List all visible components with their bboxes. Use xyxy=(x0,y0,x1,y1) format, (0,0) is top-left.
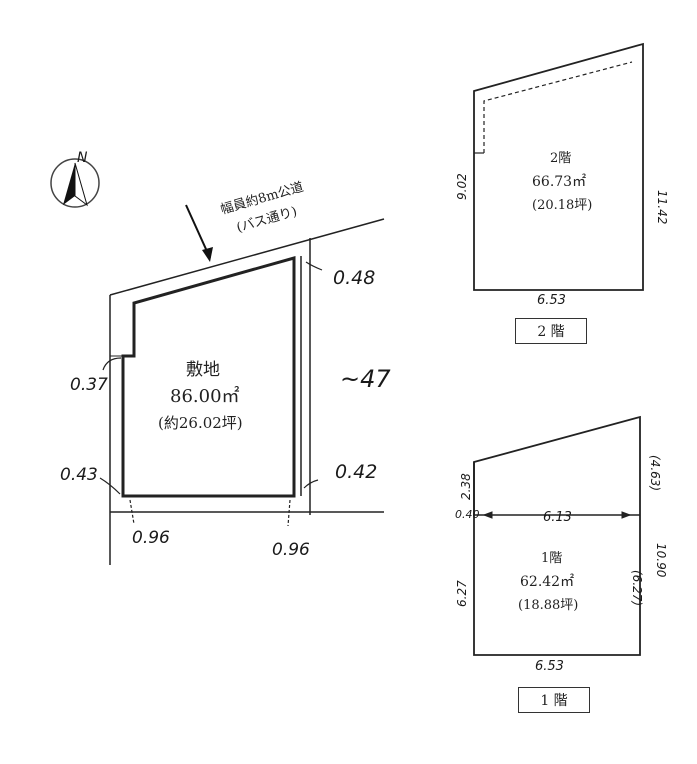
floor1-dim-top-width: 6.13 xyxy=(543,510,572,525)
dim-left-lower: 0.43 xyxy=(60,465,98,485)
floor2-plan xyxy=(473,42,644,291)
floor1-dim-left-upper: 2.38 xyxy=(459,473,473,500)
dim-left-upper: 0.37 xyxy=(70,375,108,395)
north-arrow-icon: N xyxy=(50,150,100,208)
floor1-dim-right-upper: (4.63) xyxy=(648,455,662,491)
dim-top-right: 0.48 xyxy=(333,267,375,289)
site-title: 敷地 xyxy=(186,360,220,380)
floor2-dim-right: 11.42 xyxy=(655,190,669,224)
floor1-title: 1階 xyxy=(541,551,562,566)
floor1-area: 62.42㎡ xyxy=(520,574,574,590)
floor1-caption: 1 階 xyxy=(518,687,590,713)
floor2-dim-bottom: 6.53 xyxy=(537,293,566,308)
floor2-caption: 2 階 xyxy=(515,318,587,344)
floor1-dim-bottom: 6.53 xyxy=(535,659,564,674)
floor1-dim-right-total: 10.90 xyxy=(654,543,668,578)
floor1-dim-left-lower: 6.27 xyxy=(455,580,469,607)
floor1-dim-left-offset: 0.40 xyxy=(455,508,480,521)
dim-bottom-right: 0.96 xyxy=(272,540,310,560)
north-label: N xyxy=(77,150,88,166)
dim-bottom-left: 0.96 xyxy=(132,528,170,548)
dim-right-side: ~47 xyxy=(340,365,391,393)
floor1-tsubo: (18.88坪) xyxy=(518,598,578,613)
floor2-area: 66.73㎡ xyxy=(532,174,586,190)
floor2-dim-left: 9.02 xyxy=(455,173,469,200)
site-tsubo: (約26.02坪) xyxy=(158,414,243,432)
floor1-dim-right-lower: (6.27) xyxy=(630,570,644,606)
site-area: 86.00㎡ xyxy=(170,385,240,407)
road-boundary xyxy=(109,204,385,296)
floor1-plan xyxy=(473,415,641,656)
floor2-tsubo: (20.18坪) xyxy=(532,198,592,213)
floor2-title: 2階 xyxy=(550,151,571,166)
site-lot xyxy=(99,238,384,565)
dim-right-lower: 0.42 xyxy=(335,461,377,483)
